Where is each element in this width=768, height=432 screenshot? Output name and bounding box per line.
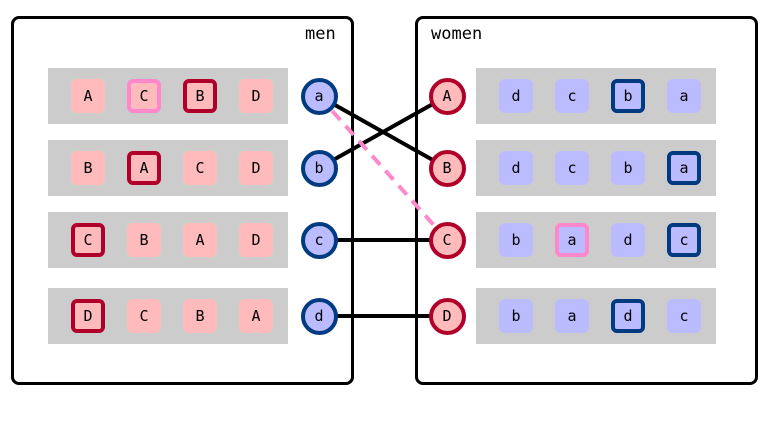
men-pref-tile: B	[183, 299, 217, 333]
women-pref-tile: d	[611, 223, 645, 257]
woman-node: C	[428, 221, 466, 259]
man-node: a	[300, 77, 338, 115]
men-pref-tile: D	[239, 151, 273, 185]
women-pref-tile: b	[611, 79, 645, 113]
man-node: d	[300, 297, 338, 335]
women-panel-title: women	[431, 24, 483, 44]
women-pref-tile: a	[555, 299, 589, 333]
man-node: c	[300, 221, 338, 259]
women-pref-tile: b	[499, 223, 533, 257]
men-pref-tile: A	[71, 79, 105, 113]
woman-node: B	[428, 149, 466, 187]
men-pref-tile: A	[183, 223, 217, 257]
women-pref-tile: d	[499, 151, 533, 185]
women-pref-tile: c	[555, 151, 589, 185]
men-pref-tile: D	[239, 223, 273, 257]
woman-node: D	[428, 297, 466, 335]
woman-node: A	[428, 77, 466, 115]
men-pref-tile: D	[239, 79, 273, 113]
men-pref-tile: C	[71, 223, 105, 257]
men-pref-tile: C	[127, 79, 161, 113]
men-pref-tile: B	[183, 79, 217, 113]
women-pref-tile: d	[611, 299, 645, 333]
men-pref-tile: C	[127, 299, 161, 333]
men-pref-tile: A	[239, 299, 273, 333]
men-pref-tile: C	[183, 151, 217, 185]
men-panel-title: men	[305, 24, 336, 44]
men-pref-tile: B	[127, 223, 161, 257]
men-pref-tile: A	[127, 151, 161, 185]
proposal-line	[317, 94, 449, 242]
women-pref-tile: a	[667, 151, 701, 185]
women-pref-tile: b	[499, 299, 533, 333]
men-pref-tile: D	[71, 299, 105, 333]
man-node: b	[300, 149, 338, 187]
women-pref-tile: d	[499, 79, 533, 113]
men-pref-tile: B	[71, 151, 105, 185]
women-pref-tile: a	[667, 79, 701, 113]
women-pref-tile: b	[611, 151, 645, 185]
women-pref-tile: c	[667, 223, 701, 257]
women-pref-tile: a	[555, 223, 589, 257]
women-pref-tile: c	[667, 299, 701, 333]
match-line	[318, 94, 448, 170]
women-pref-tile: c	[555, 79, 589, 113]
